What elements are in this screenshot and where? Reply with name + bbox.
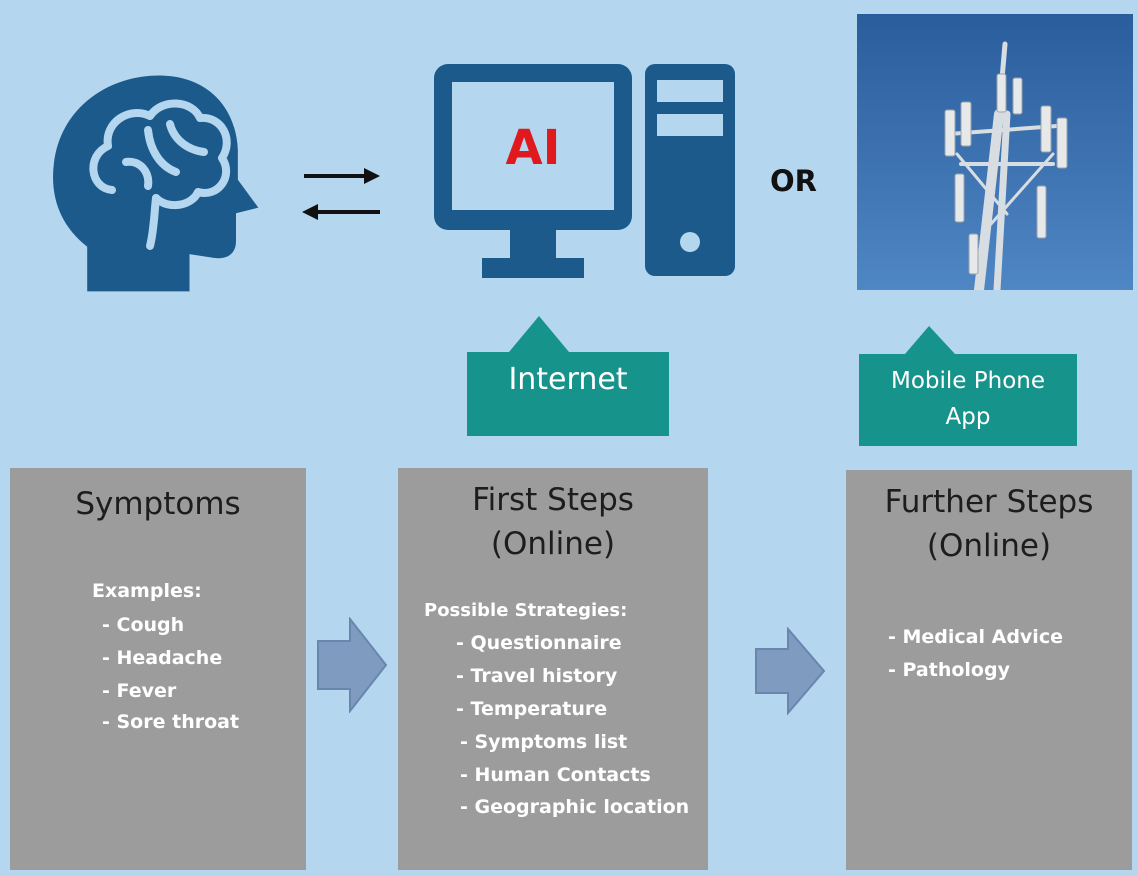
- ai-label: AI: [505, 120, 561, 176]
- first-steps-title-line1: First Steps: [472, 482, 634, 518]
- list-item: - Medical Advice: [888, 626, 1063, 648]
- list-item: - Temperature: [456, 698, 608, 720]
- flow-arrow-icon: [317, 617, 388, 713]
- further-steps-title-line1: Further Steps: [884, 484, 1094, 520]
- symptoms-heading: Examples:: [92, 580, 202, 602]
- further-steps-box: Further Steps (Online) - Medical Advice …: [846, 470, 1132, 870]
- or-label: OR: [770, 164, 817, 198]
- computer-monitor-icon: [434, 64, 632, 278]
- list-item: - Travel history: [456, 665, 618, 687]
- cell-tower-image: [857, 14, 1133, 290]
- head-brain-icon: [53, 75, 259, 292]
- symptoms-box: Symptoms Examples: - Cough - Headache - …: [10, 468, 306, 870]
- flow-arrow-icon: [755, 627, 826, 715]
- first-steps-box: First Steps (Online) Possible Strategies…: [398, 468, 708, 870]
- list-item: - Cough: [102, 614, 185, 636]
- list-item: - Pathology: [888, 659, 1010, 681]
- list-item: - Symptoms list: [460, 731, 628, 753]
- computer-tower-icon: [645, 64, 735, 276]
- mobile-label-line2: App: [945, 404, 991, 430]
- mobile-app-callout: [859, 326, 1077, 446]
- list-item: - Geographic location: [460, 796, 690, 818]
- list-item: - Fever: [102, 680, 177, 702]
- mobile-label-line1: Mobile Phone: [890, 368, 1045, 394]
- internet-label: Internet: [508, 362, 628, 397]
- internet-callout: [467, 316, 669, 436]
- bidirectional-arrows-icon: [302, 168, 380, 220]
- first-steps-heading: Possible Strategies:: [424, 600, 628, 621]
- list-item: - Questionnaire: [456, 632, 622, 654]
- list-item: - Headache: [102, 647, 223, 669]
- symptoms-title: Symptoms: [75, 486, 241, 522]
- list-item: - Human Contacts: [460, 764, 651, 786]
- list-item: - Sore throat: [102, 711, 240, 733]
- further-steps-title-line2: (Online): [926, 528, 1052, 564]
- first-steps-title-line2: (Online): [490, 526, 616, 562]
